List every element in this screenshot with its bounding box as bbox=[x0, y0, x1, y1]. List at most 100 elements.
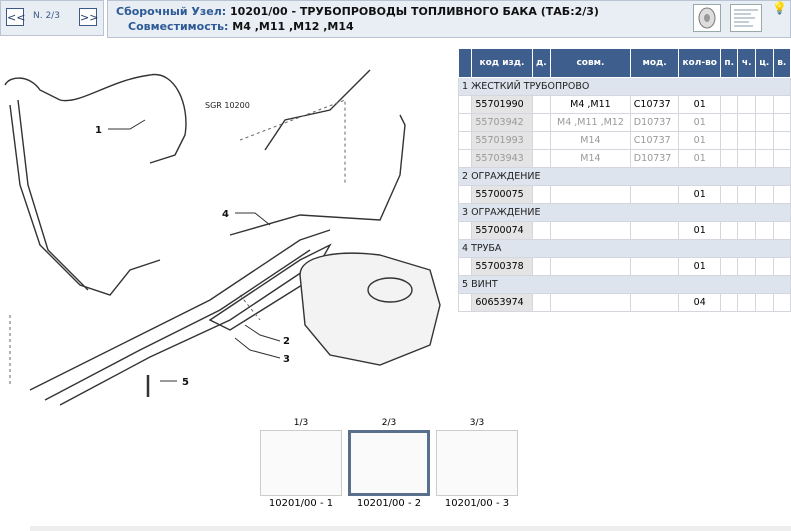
cell-qty: 01 bbox=[678, 131, 721, 150]
group-row: 4 ТРУБА bbox=[458, 239, 791, 258]
cell-mod bbox=[629, 221, 680, 240]
callout-4: 4 bbox=[222, 209, 229, 220]
thumb-page: 1/3 bbox=[293, 418, 309, 428]
group-title: 1 ЖЕСТКИЙ ТРУБОПРОВО bbox=[458, 77, 791, 96]
cell-empty bbox=[754, 185, 774, 204]
cell-empty bbox=[772, 185, 791, 204]
column-header: совм. bbox=[550, 48, 631, 78]
cell-mod: C10737 bbox=[629, 131, 680, 150]
cell-empty bbox=[457, 131, 473, 150]
cell-mod: D10737 bbox=[629, 113, 680, 132]
page-navigator: << N. 2/3 >> bbox=[0, 0, 104, 36]
cell-compat bbox=[550, 293, 631, 312]
cell-empty bbox=[772, 149, 791, 168]
thumbnail-1[interactable]: 1/3 10201/00 - 1 bbox=[260, 418, 342, 509]
cell-code[interactable]: 55700074 bbox=[471, 221, 533, 240]
compat-value: M4 ,M11 ,M12 ,M14 bbox=[232, 20, 354, 33]
cell-d bbox=[531, 185, 552, 204]
thumb-caption[interactable]: 10201/00 - 3 bbox=[444, 498, 510, 509]
cell-qty: 01 bbox=[678, 185, 721, 204]
cell-qty: 01 bbox=[678, 257, 721, 276]
cell-empty bbox=[719, 221, 739, 240]
column-header: д. bbox=[531, 48, 552, 78]
cell-compat: M14 bbox=[550, 131, 631, 150]
ref-label: SGR 10200 bbox=[205, 101, 250, 110]
assembly-title: 10201/00 - ТРУБОПРОВОДЫ ТОПЛИВНОГО БАКА … bbox=[230, 5, 599, 18]
cell-empty bbox=[719, 113, 739, 132]
thumb-image[interactable] bbox=[436, 430, 518, 496]
cell-d bbox=[531, 257, 552, 276]
cell-d bbox=[531, 149, 552, 168]
prev-page-button[interactable]: << bbox=[6, 8, 25, 26]
cell-empty bbox=[737, 95, 756, 114]
page-indicator: N. 2/3 bbox=[33, 11, 60, 21]
callout-2: 2 bbox=[283, 336, 290, 347]
cell-empty bbox=[457, 185, 473, 204]
callout-5: 5 bbox=[182, 377, 189, 388]
group-row: 5 ВИНТ bbox=[458, 275, 791, 294]
exploded-diagram: 1 2 3 4 5 SGR 10200 bbox=[4, 69, 441, 406]
cell-mod: D10737 bbox=[629, 149, 680, 168]
cell-compat bbox=[550, 221, 631, 240]
compat-label: Совместимость: bbox=[128, 20, 229, 33]
cell-qty: 01 bbox=[678, 95, 721, 114]
parts-list-icon[interactable] bbox=[730, 4, 762, 32]
cell-code[interactable]: 55701993 bbox=[471, 131, 533, 150]
column-header: в. bbox=[772, 48, 791, 78]
cell-code[interactable]: 55700075 bbox=[471, 185, 533, 204]
cell-empty bbox=[754, 95, 774, 114]
thumb-image-selected[interactable] bbox=[348, 430, 430, 496]
cell-mod bbox=[629, 293, 680, 312]
cell-empty bbox=[737, 185, 756, 204]
cell-code[interactable]: 55701990 bbox=[471, 95, 533, 114]
cell-code[interactable]: 60653974 bbox=[471, 293, 533, 312]
cell-code[interactable]: 55703943 bbox=[471, 149, 533, 168]
callout-1: 1 bbox=[95, 125, 102, 136]
thumbnail-2[interactable]: 2/3 10201/00 - 2 bbox=[348, 418, 430, 509]
cell-empty bbox=[772, 113, 791, 132]
horizontal-scrollbar[interactable] bbox=[30, 526, 791, 531]
cell-empty bbox=[719, 257, 739, 276]
table-row[interactable]: 55700378 01 bbox=[457, 257, 791, 276]
cell-qty: 01 bbox=[678, 149, 721, 168]
cell-empty bbox=[772, 221, 791, 240]
cell-empty bbox=[737, 149, 756, 168]
cell-d bbox=[531, 113, 552, 132]
cell-empty bbox=[457, 293, 473, 312]
thumb-caption[interactable]: 10201/00 - 2 bbox=[356, 498, 422, 509]
group-row: 1 ЖЕСТКИЙ ТРУБОПРОВО bbox=[458, 77, 791, 96]
cell-code[interactable]: 55700378 bbox=[471, 257, 533, 276]
cell-empty bbox=[719, 95, 739, 114]
cell-empty bbox=[457, 257, 473, 276]
cell-empty bbox=[457, 113, 473, 132]
column-header: кол-во bbox=[678, 48, 721, 78]
cell-compat: M4 ,M11 bbox=[550, 95, 631, 114]
cell-code[interactable]: 55703942 bbox=[471, 113, 533, 132]
thumb-caption[interactable]: 10201/00 - 1 bbox=[268, 498, 334, 509]
cell-empty bbox=[737, 113, 756, 132]
cell-empty bbox=[754, 131, 774, 150]
cell-empty bbox=[754, 149, 774, 168]
lightbulb-icon[interactable]: 💡 bbox=[772, 1, 787, 15]
table-row[interactable]: 55700075 01 bbox=[457, 185, 791, 204]
fuel-tank bbox=[299, 252, 441, 366]
wheel-icon[interactable] bbox=[693, 4, 721, 32]
assembly-header: Сборочный Узел: 10201/00 - ТРУБОПРОВОДЫ … bbox=[107, 0, 791, 38]
next-page-button[interactable]: >> bbox=[79, 8, 98, 26]
cell-empty bbox=[772, 293, 791, 312]
cell-empty bbox=[754, 221, 774, 240]
cell-empty bbox=[772, 131, 791, 150]
thumb-image[interactable] bbox=[260, 430, 342, 496]
cell-empty bbox=[719, 149, 739, 168]
thumb-page: 2/3 bbox=[381, 418, 397, 428]
group-row: 2 ОГРАЖДЕНИЕ bbox=[458, 167, 791, 186]
column-header: код изд. bbox=[471, 48, 533, 78]
